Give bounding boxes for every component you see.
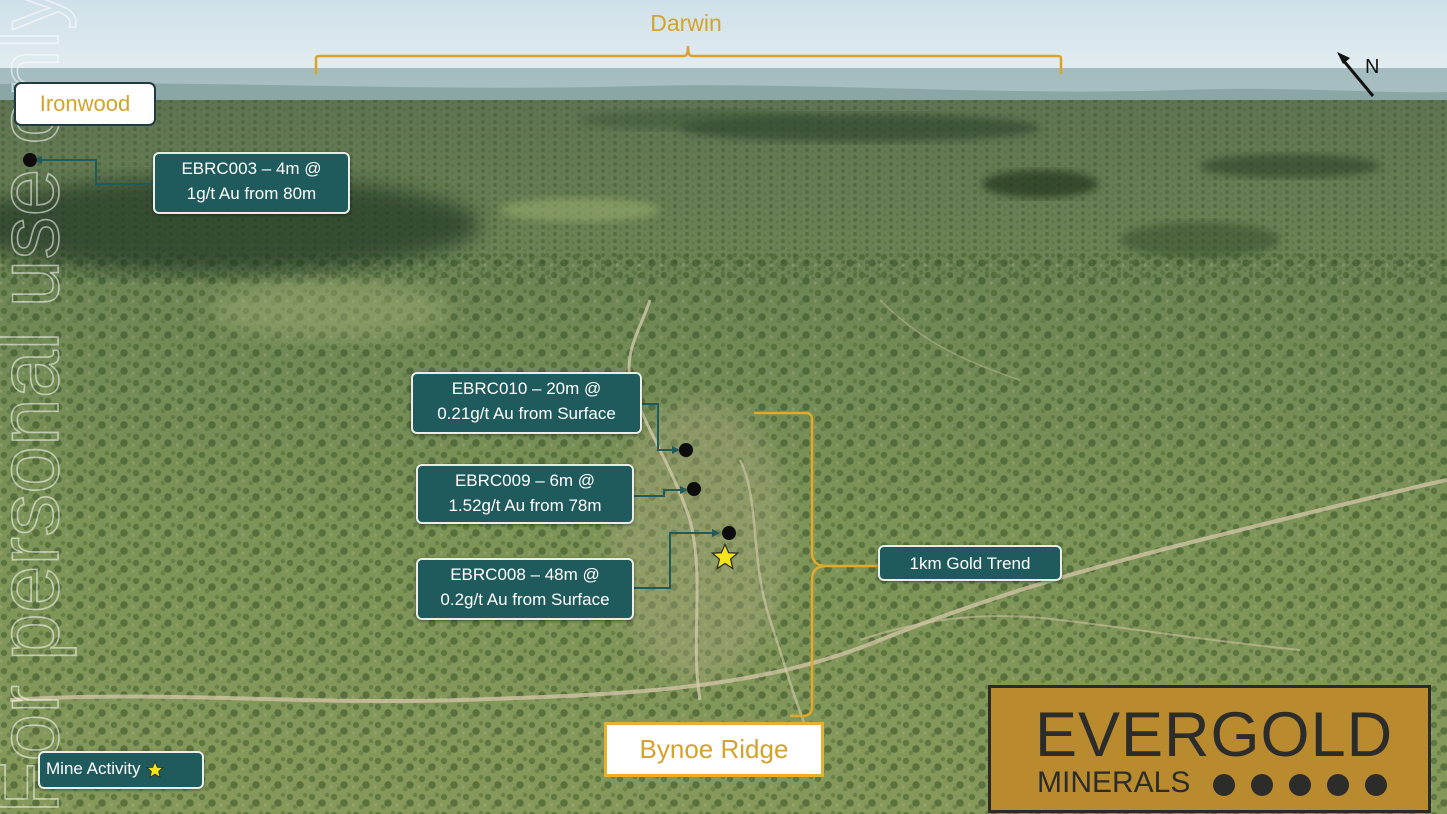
legend-star-icon	[146, 760, 165, 778]
gold-trend-text: 1km Gold Trend	[909, 554, 1031, 573]
logo-subtitle: MINERALS	[1037, 766, 1191, 799]
callout-ebrc010: EBRC010 – 20m @ 0.21g/t Au from Surface	[411, 372, 642, 434]
gold-trend-bracket	[754, 411, 878, 718]
drill-hole-ebrc003	[23, 153, 37, 167]
darwin-bracket	[314, 45, 1063, 74]
north-label: N	[1365, 56, 1380, 78]
darwin-label: Darwin	[650, 10, 722, 36]
north-arrow-icon	[1337, 52, 1375, 97]
callout-ebrc009: EBRC009 – 6m @ 1.52g/t Au from 78m	[416, 464, 634, 524]
logo-name: EVERGOLD	[1035, 700, 1394, 770]
gold-trend-label: 1km Gold Trend	[878, 545, 1062, 581]
callout-ebrc009-line1: EBRC009 – 6m @	[454, 471, 596, 490]
callout-ebrc008-line2: 0.2g/t Au from Surface	[440, 590, 610, 609]
callout-ebrc003: EBRC003 – 4m @ 1g/t Au from 80m	[153, 152, 350, 214]
callout-ebrc009-line2: 1.52g/t Au from 78m	[448, 496, 602, 515]
mine-activity-text: Mine Activity	[46, 759, 141, 778]
callout-ebrc003-line1: EBRC003 – 4m @	[181, 159, 322, 178]
drill-hole-ebrc008	[722, 526, 736, 540]
logo-dots	[1213, 774, 1387, 796]
callout-ebrc010-line2: 0.21g/t Au from Surface	[437, 404, 616, 423]
drill-hole-ebrc009	[687, 482, 701, 496]
callout-ebrc008: EBRC008 – 48m @ 0.2g/t Au from Surface	[416, 558, 634, 620]
evergold-logo: EVERGOLD MINERALS	[988, 685, 1431, 813]
bynoe-ridge-label: Bynoe Ridge	[604, 722, 824, 777]
ironwood-label: Ironwood	[14, 82, 156, 126]
drill-hole-ebrc010	[679, 443, 693, 457]
mine-activity-legend: Mine Activity	[38, 751, 204, 789]
callout-ebrc008-line1: EBRC008 – 48m @	[450, 565, 600, 584]
callout-ebrc003-line2: 1g/t Au from 80m	[186, 184, 317, 203]
callout-ebrc010-line1: EBRC010 – 20m @	[451, 379, 602, 398]
